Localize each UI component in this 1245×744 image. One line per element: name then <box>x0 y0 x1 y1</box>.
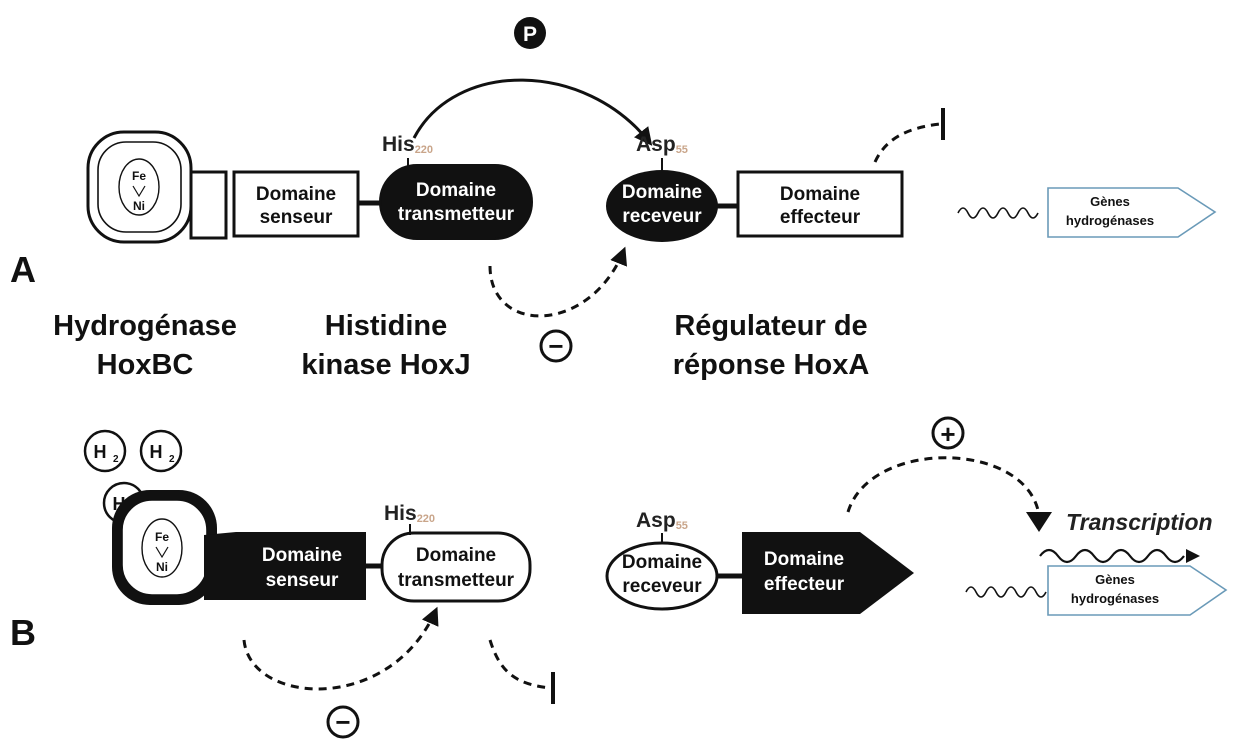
dna-helix-icon-b <box>965 586 1047 598</box>
ni-label: Ni <box>133 199 145 213</box>
label-hydrogenase-1: Hydrogénase <box>53 310 237 342</box>
domain-effecteur-b: Domaine effecteur <box>742 532 914 614</box>
asp-residue-a: Asp55 <box>636 133 688 156</box>
label-regulator-1: Régulateur de <box>674 310 867 342</box>
fe-label: Fe <box>132 169 146 183</box>
svg-text:H: H <box>94 442 107 462</box>
senseur-b-line2: senseur <box>266 570 339 591</box>
ni-label-b: Ni <box>156 560 168 574</box>
effecteur-b-line2: effecteur <box>764 574 845 595</box>
receveur-b-line1: Domaine <box>622 552 702 573</box>
panel-letter-a: A <box>10 249 36 290</box>
transmetteur-b-line1: Domaine <box>416 545 496 566</box>
phosphate-label: P <box>523 23 537 46</box>
gene-arrow-a <box>1047 187 1217 238</box>
domain-senseur-a: Domaine senseur <box>232 170 360 238</box>
svg-text:H: H <box>150 442 163 462</box>
activation-arrowhead-icon <box>1026 512 1052 532</box>
effecteur-a-line1: Domaine <box>780 184 860 205</box>
phosphate-icon <box>514 17 546 49</box>
panel-a: Fe Ni Domaine senseur Domaine transmette… <box>10 17 1217 363</box>
fe-label-b: Fe <box>155 530 169 544</box>
receveur-a-line1: Domaine <box>622 182 702 203</box>
receveur-b-line2: receveur <box>622 576 702 597</box>
inhibition-line-b <box>488 639 551 690</box>
negative-feedback-arrow-b <box>242 606 439 691</box>
hydrogenase-b: Fe Ni <box>112 490 217 605</box>
domain-receveur-a: Domaine receveur <box>606 170 718 242</box>
h2-icon <box>139 429 183 473</box>
senseur-a-line1: Domaine <box>256 184 336 205</box>
hydrogenase-a: Fe Ni <box>86 130 228 244</box>
receveur-a-line2: receveur <box>622 206 702 227</box>
genes-b-line1: Gènes <box>1095 572 1135 587</box>
phospho-transfer-arrow <box>412 78 653 146</box>
genes-a-line1: Gènes <box>1090 194 1130 209</box>
svg-text:2: 2 <box>169 454 175 465</box>
senseur-a-line2: senseur <box>260 207 333 228</box>
his-residue-b: His220 <box>384 502 435 525</box>
activation-arrow <box>846 456 1040 513</box>
transmetteur-a-line2: transmetteur <box>398 204 515 225</box>
domain-effecteur-a: Domaine effecteur <box>736 170 904 238</box>
senseur-b-line1: Domaine <box>262 545 342 566</box>
svg-text:2: 2 <box>113 454 119 465</box>
minus-icon-a <box>539 329 573 363</box>
negative-feedback-arrow-a <box>488 246 627 318</box>
genes-b-line2: hydrogénases <box>1071 591 1159 606</box>
label-kinase-2: kinase HoxJ <box>301 349 470 381</box>
protein-labels: Hydrogénase HoxBC Histidine kinase HoxJ … <box>53 310 869 381</box>
domain-receveur-b: Domaine receveur <box>605 541 719 611</box>
asp-residue-b: Asp55 <box>636 509 688 532</box>
plus-label: + <box>940 419 955 449</box>
domain-transmetteur-a: Domaine transmetteur <box>379 164 533 240</box>
effecteur-b-line1: Domaine <box>764 549 844 570</box>
fe-ni-bridge-icon <box>155 546 169 559</box>
fe-ni-bridge-icon <box>132 185 146 198</box>
transmetteur-a-line1: Domaine <box>416 180 496 201</box>
inhibition-line-a <box>873 122 941 163</box>
label-hydrogenase-2: HoxBC <box>97 349 194 381</box>
plus-icon <box>931 416 965 450</box>
minus-label-b: − <box>335 707 350 737</box>
panel-b: H 2 H 2 H 2 Fe Ni Domaine senseur <box>10 416 1228 739</box>
label-regulator-2: réponse HoxA <box>673 349 870 381</box>
h2-icon <box>83 429 127 473</box>
transcription-label: Transcription <box>1066 509 1213 535</box>
label-kinase-1: Histidine <box>325 310 447 342</box>
gene-arrow-b <box>1047 565 1228 616</box>
minus-label-a: − <box>548 331 563 361</box>
domain-senseur-b: Domaine senseur <box>204 532 366 600</box>
dna-helix-icon-a <box>957 207 1039 219</box>
domain-transmetteur-b: Domaine transmetteur <box>380 531 532 603</box>
effecteur-a-line2: effecteur <box>780 207 861 228</box>
mrna-wave-icon <box>1039 548 1185 564</box>
minus-icon-b <box>326 705 360 739</box>
transmetteur-b-line2: transmetteur <box>398 570 515 591</box>
his-residue-a: His220 <box>382 133 433 156</box>
panel-letter-b: B <box>10 612 36 653</box>
genes-a-line2: hydrogénases <box>1066 213 1154 228</box>
